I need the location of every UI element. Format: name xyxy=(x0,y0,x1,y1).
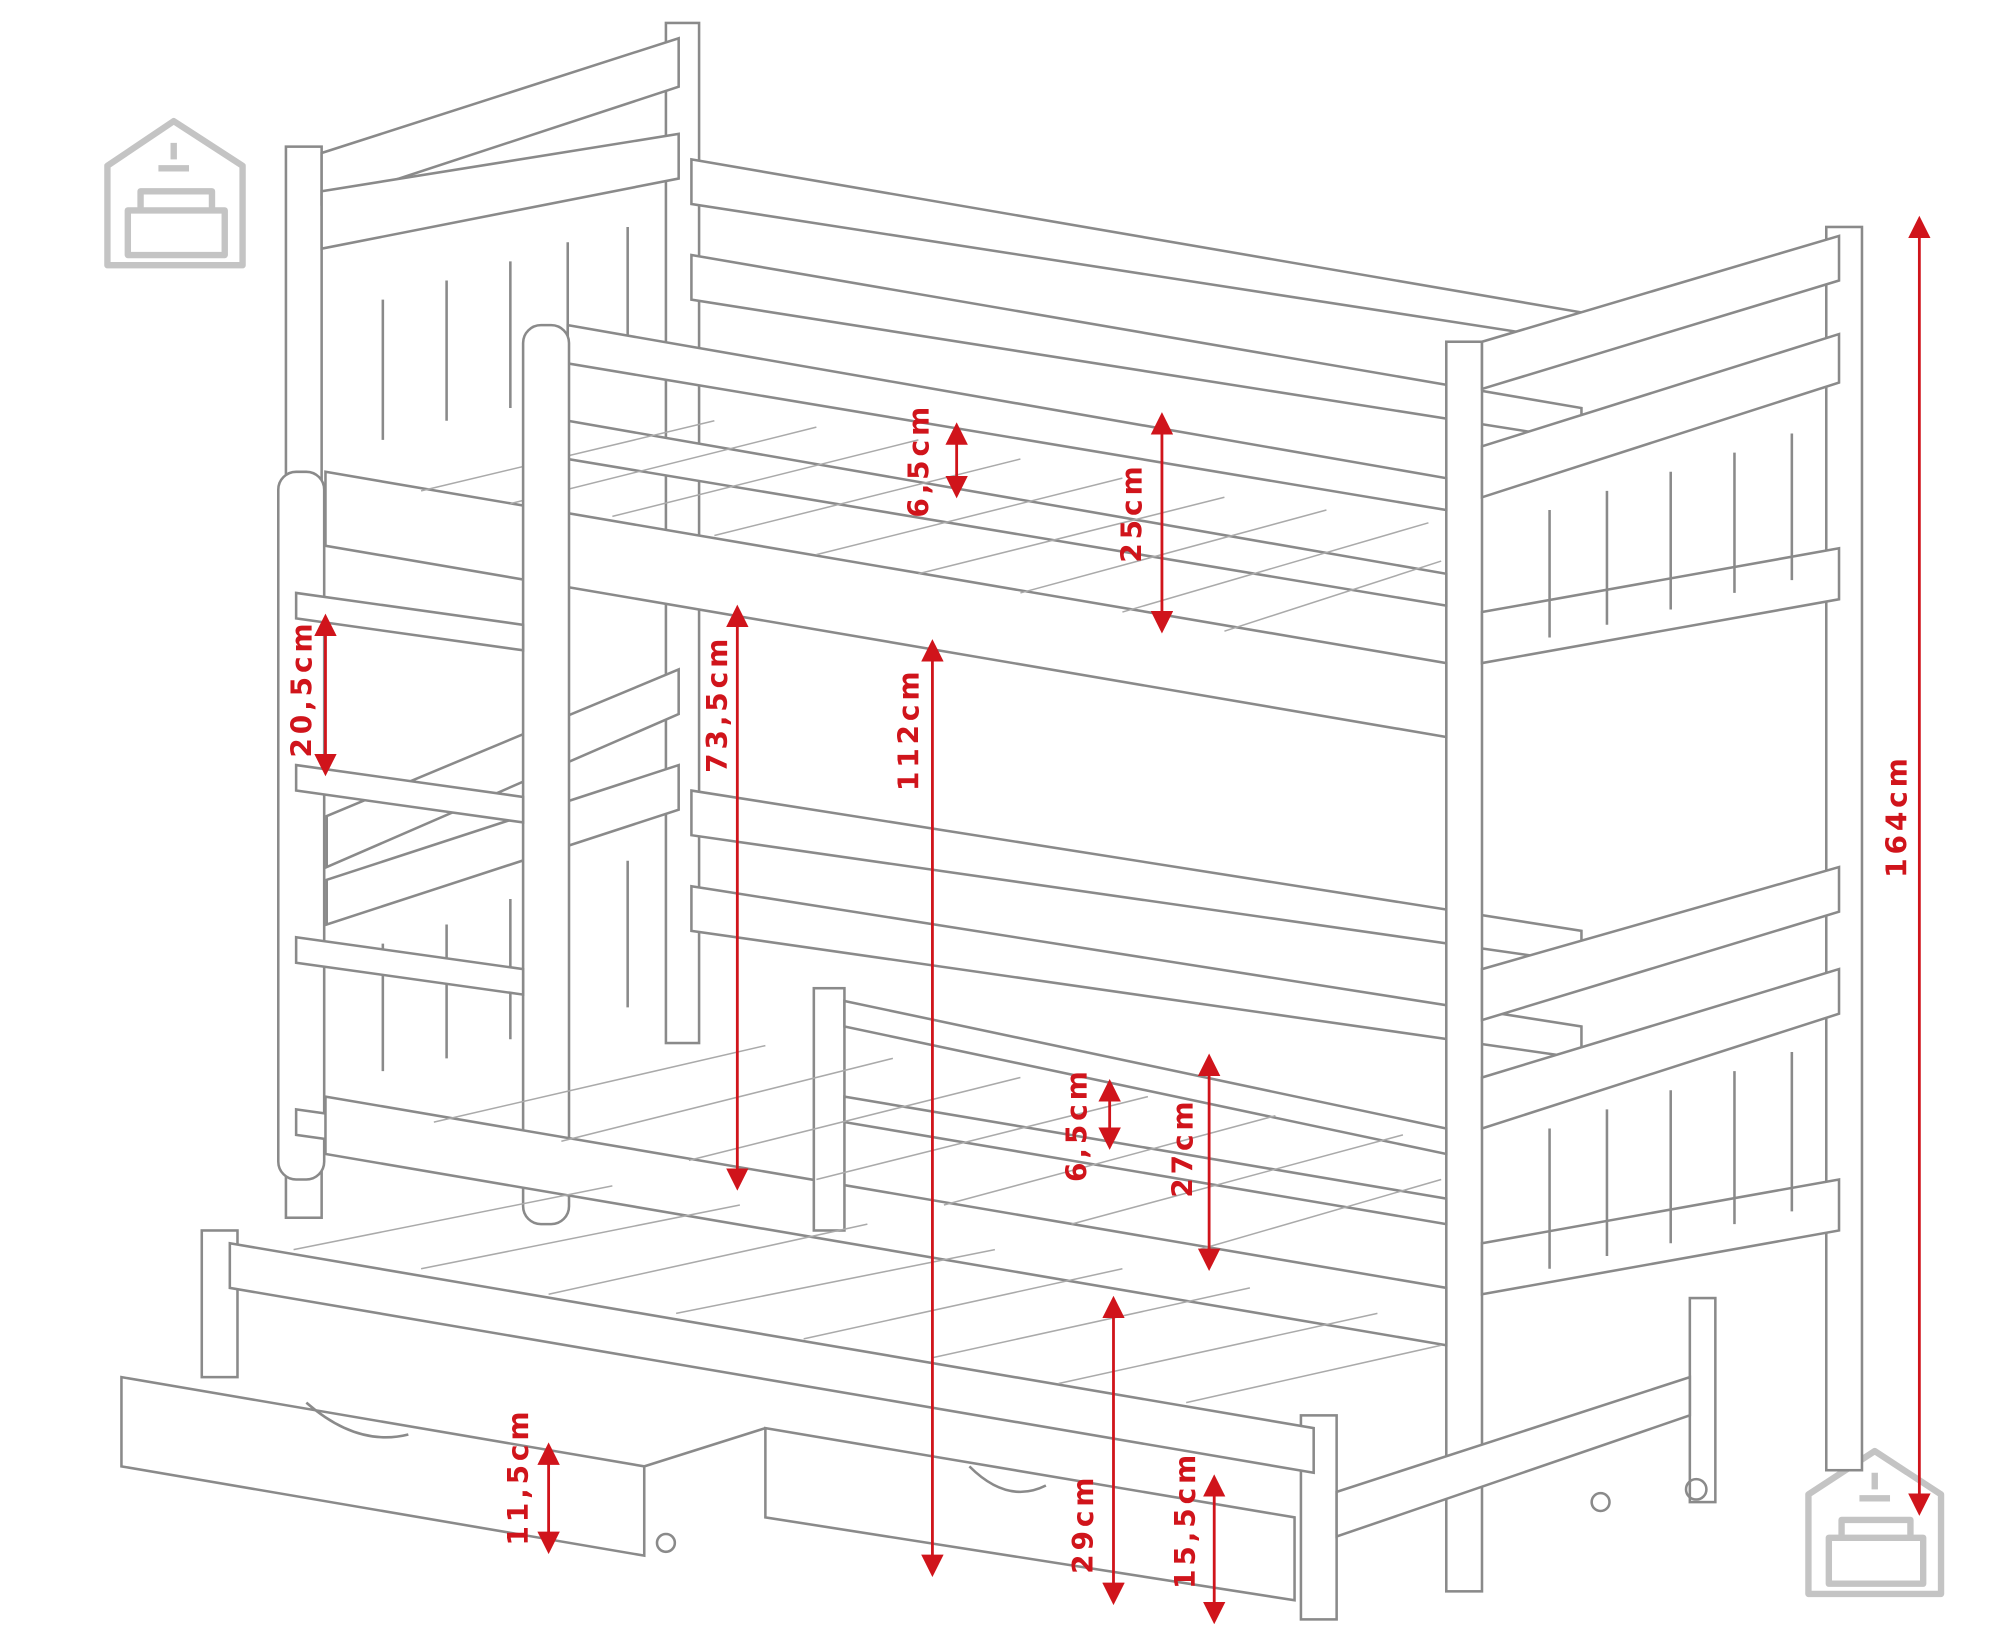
dimension-annotations: 6,5cm 25cm 20,5cm 73,5cm 112cm 164cm 6,5… xyxy=(285,215,1931,1625)
post-front-center xyxy=(1445,340,1484,1593)
logo-house-icon-top-left xyxy=(104,117,246,269)
dim-label-upper-bed-height: 112cm xyxy=(892,668,925,792)
post-front-right xyxy=(1825,225,1864,1472)
bed-frame-drawing xyxy=(120,21,1864,1621)
dim-label-lower-clearance: 73,5cm xyxy=(701,635,734,773)
ladder-rail-left xyxy=(277,470,326,1181)
dim-label-total-height: 164cm xyxy=(1881,754,1914,878)
dim-label-ladder-step: 20,5cm xyxy=(285,620,318,758)
dim-label-lower-slat-gap: 6,5cm xyxy=(1061,1067,1094,1182)
dim-label-lower-rail: 27cm xyxy=(1167,1098,1200,1198)
logo-house-icon-bottom-right xyxy=(1805,1447,1945,1598)
lower-guard-post xyxy=(812,986,846,1232)
dim-label-upper-rail: 25cm xyxy=(1116,463,1149,563)
ladder-rail-right xyxy=(521,323,571,1226)
dim-label-drawer: 11,5cm xyxy=(502,1408,535,1546)
dim-label-trundle-frame: 15,5cm xyxy=(1169,1451,1202,1589)
drawer-left xyxy=(120,1375,646,1558)
dim-label-upper-slat-gap: 6,5cm xyxy=(903,403,936,518)
dim-label-trundle: 29cm xyxy=(1067,1474,1100,1574)
